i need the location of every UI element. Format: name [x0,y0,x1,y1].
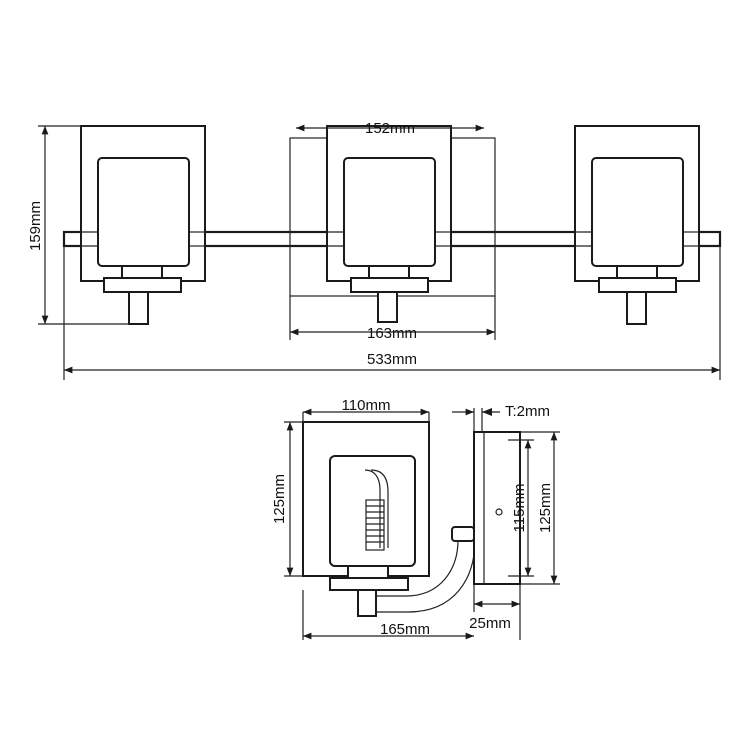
backplate [473,431,521,585]
dim-overall-depth: 165mm [303,621,474,640]
dim-height-label: 159mm [27,201,44,251]
dim-glass-width-label: 152mm [365,120,415,137]
dim-glass-width: 152mm [296,120,484,137]
right-lamp [574,125,700,325]
dim-backplate-depth-label: 25mm [469,615,511,632]
dim-shade-depth-label: 110mm [342,397,391,414]
dim-overall-width: 533mm [64,351,720,374]
side-view: 110mm T:2mm 125mm 115mm 125mm 165mm [271,397,560,640]
dim-overall-width-label: 533mm [367,351,417,368]
socket-thread [366,505,384,543]
dim-shade-height: 125mm [271,422,294,576]
dim-canopy-width: 163mm [290,325,495,342]
dim-overall-depth-label: 165mm [380,621,430,638]
dim-backplate-inner-height-label: 115mm [511,484,528,533]
dim-backplate-depth: 25mm [469,600,520,632]
center-lamp [289,125,496,323]
dim-canopy-width-label: 163mm [367,325,417,342]
dim-thickness: T:2mm [452,403,550,420]
dim-shade-depth: 110mm [303,397,429,416]
dim-shade-height-label: 125mm [271,474,288,524]
dim-thickness-label: T:2mm [505,403,550,420]
dim-height: 159mm [27,126,49,324]
dim-backplate-height: 125mm [537,432,558,584]
dim-backplate-height-label: 125mm [537,483,554,533]
side-shade [302,421,430,591]
front-view: 152mm 163mm 533mm 159mm [27,120,722,380]
dim-backplate-inner-height: 115mm [511,440,532,576]
left-lamp [80,125,206,325]
